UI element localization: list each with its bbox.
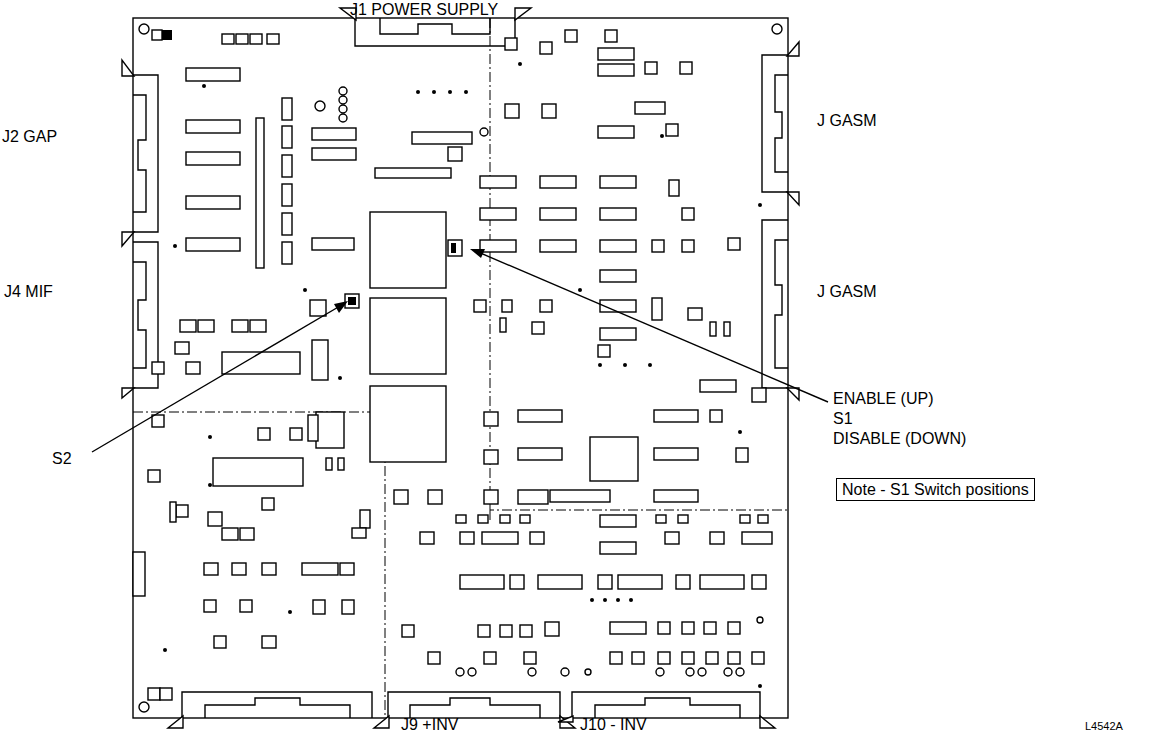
connector-label: J GASM <box>817 112 877 130</box>
connector-label: J10 - INV <box>580 716 647 734</box>
drawing-number: L4542A <box>1085 720 1123 733</box>
note-text: Note - S1 Switch positions <box>842 481 1029 498</box>
switch-label: S1 <box>833 410 853 428</box>
connector-label: J4 MIF <box>4 283 53 301</box>
switch-position: DISABLE (DOWN) <box>833 430 966 448</box>
leader-line <box>478 252 828 402</box>
switch-label: S2 <box>52 450 72 468</box>
board-outline <box>133 18 788 718</box>
connector-label: J GASM <box>817 283 877 301</box>
connector-label: J2 GAP <box>2 128 57 146</box>
note-box: Note - S1 Switch positions <box>836 478 1035 501</box>
connector-label: J1 POWER SUPPLY <box>350 1 498 19</box>
leader-line <box>92 306 340 452</box>
switch-position: ENABLE (UP) <box>833 390 933 408</box>
connector-label: J9 +INV <box>401 716 458 734</box>
